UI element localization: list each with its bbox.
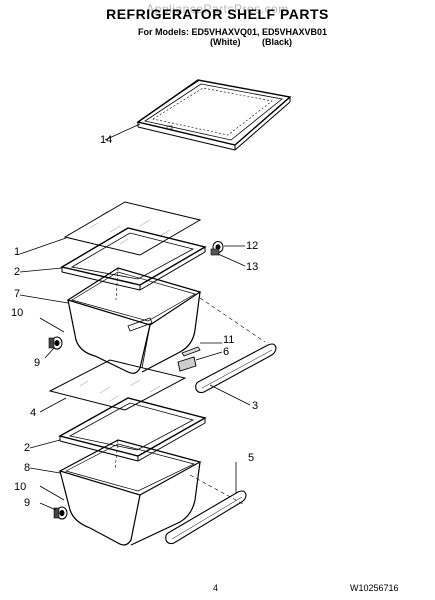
part-2-upper-cover-frame (19, 227, 207, 291)
part-2-lower-cover-frame (29, 397, 207, 462)
part-4-lower-glass-insert (39, 359, 187, 413)
callout-8: 8 (24, 462, 31, 474)
part-3-upper-rail (195, 343, 277, 406)
callout-1: 1 (14, 246, 21, 258)
callout-6: 6 (223, 346, 230, 358)
part-7-upper-crisper-drawer (19, 267, 202, 374)
callout-3: 3 (252, 400, 259, 412)
part-6-clip (177, 351, 223, 372)
variant-white-label: (White) (210, 37, 241, 47)
alignment-lines (189, 297, 266, 506)
callout-5: 5 (248, 452, 255, 464)
part-5-lower-rail (165, 462, 247, 545)
part-8-lower-crisper-drawer (29, 439, 202, 546)
part-13-bushing (210, 248, 246, 267)
callout-9-upper: 9 (34, 357, 41, 369)
callout-7: 7 (14, 288, 21, 300)
shelf-14-glass-frame (104, 79, 292, 151)
part-11-clip (181, 342, 222, 357)
part-9-lower-roller (39, 502, 68, 520)
callout-10-upper: 10 (11, 307, 24, 319)
variant-black-label: (Black) (262, 37, 293, 47)
callout-2-upper: 2 (14, 266, 21, 278)
callout-4: 4 (30, 407, 37, 419)
callout-13: 13 (246, 261, 259, 273)
models-line: For Models: ED5VHAXVQ01, ED5VHAXVB01 (138, 27, 328, 37)
callout-12: 12 (246, 240, 259, 252)
callout-10-lower: 10 (14, 481, 27, 493)
callout-11: 11 (223, 334, 235, 346)
page-title: REFRIGERATOR SHELF PARTS (106, 6, 329, 22)
page-number: 4 (213, 583, 219, 593)
part-1-glass-insert (19, 201, 202, 256)
watermark-text: AppliancePartsPros.com (146, 2, 289, 16)
part-9-upper-roller (44, 336, 63, 359)
document-number: W10256716 (350, 583, 399, 593)
part-10-lower-slide (39, 485, 65, 501)
callout-2-lower: 2 (24, 442, 31, 454)
part-10-upper-slide (39, 317, 65, 333)
callout-9-lower: 9 (24, 497, 31, 509)
callout-14: 14 (100, 134, 113, 146)
